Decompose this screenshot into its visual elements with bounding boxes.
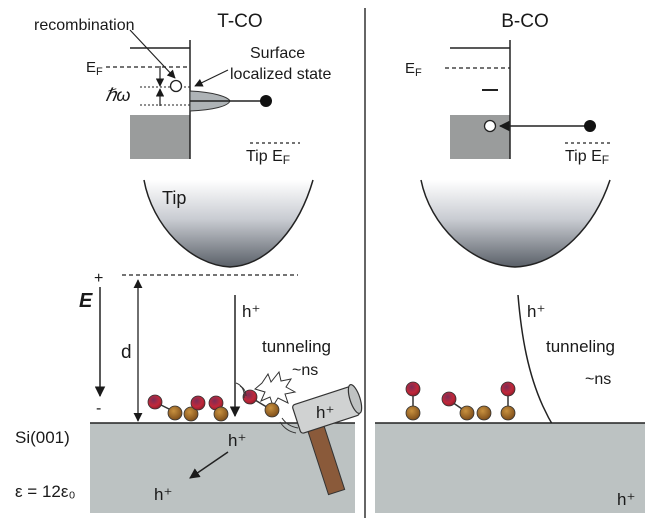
right-tip-ef-label: Tip EF (565, 148, 609, 167)
hbar-omega-label: ℏω (105, 85, 130, 105)
surface-state-label-2: localized state (230, 66, 331, 83)
co-oxygen (242, 389, 258, 405)
right-substrate (375, 423, 645, 513)
left-ef-label: EF (86, 59, 103, 78)
co-carbon (183, 406, 199, 422)
excitation-burst (253, 370, 297, 408)
substrate-hole-label-1: h⁺ (228, 431, 246, 450)
right-ns-label: ~ns (585, 371, 611, 388)
left-hole-label-top: h⁺ (242, 302, 260, 321)
tip-electron-left (260, 95, 272, 107)
right-hole-circle (483, 119, 497, 133)
dielectric-label: ε = 12ε₀ (15, 482, 76, 501)
left-tip (144, 180, 313, 267)
right-panel-title: B-CO (501, 11, 549, 32)
co-oxygen (500, 381, 516, 397)
right-co-molecules (405, 381, 516, 421)
co-carbon (405, 405, 421, 421)
right-valence-band (450, 115, 510, 159)
right-tip (421, 180, 610, 267)
right-tunneling-label: tunneling (546, 337, 615, 356)
tip-label: Tip (162, 188, 186, 208)
left-ns-label: ~ns (292, 362, 318, 379)
distance-d-label: d (121, 342, 132, 363)
co-carbon (167, 405, 183, 421)
tip-electron-right (584, 120, 596, 132)
left-tunneling-label: tunneling (262, 337, 331, 356)
left-tip-ef-label: Tip EF (246, 148, 290, 167)
hammer-hole-label: h⁺ (316, 403, 334, 422)
left-energy-diagram (106, 29, 300, 159)
left-valence-band (130, 115, 190, 159)
field-plus: + (94, 270, 103, 287)
co-oxygen (405, 381, 421, 397)
co-carbon (264, 402, 280, 418)
left-hole-circle (169, 79, 183, 93)
co-carbon (500, 405, 516, 421)
right-hole-label-bottom: h⁺ (617, 490, 635, 509)
co-oxygen (441, 391, 457, 407)
co-oxygen (147, 394, 163, 410)
co-oxygen (190, 395, 206, 411)
right-ef-label: EF (405, 60, 422, 79)
substrate-hole-label-2: h⁺ (154, 485, 172, 504)
left-panel-title: T-CO (217, 11, 262, 32)
field-e-label: E (79, 290, 93, 312)
field-minus: - (96, 400, 101, 417)
hammer-icon (235, 382, 363, 496)
surface-state-label-1: Surface (250, 45, 305, 62)
right-hole-label-top: h⁺ (527, 302, 545, 321)
right-energy-diagram (445, 40, 610, 159)
substrate-hole-arrow (189, 451, 229, 479)
co-carbon (213, 406, 229, 422)
left-co-molecules (147, 389, 280, 422)
substrate-label: Si(001) (15, 428, 70, 447)
recombination-label: recombination (34, 17, 135, 34)
co-carbon (476, 405, 492, 421)
co-carbon (459, 405, 475, 421)
